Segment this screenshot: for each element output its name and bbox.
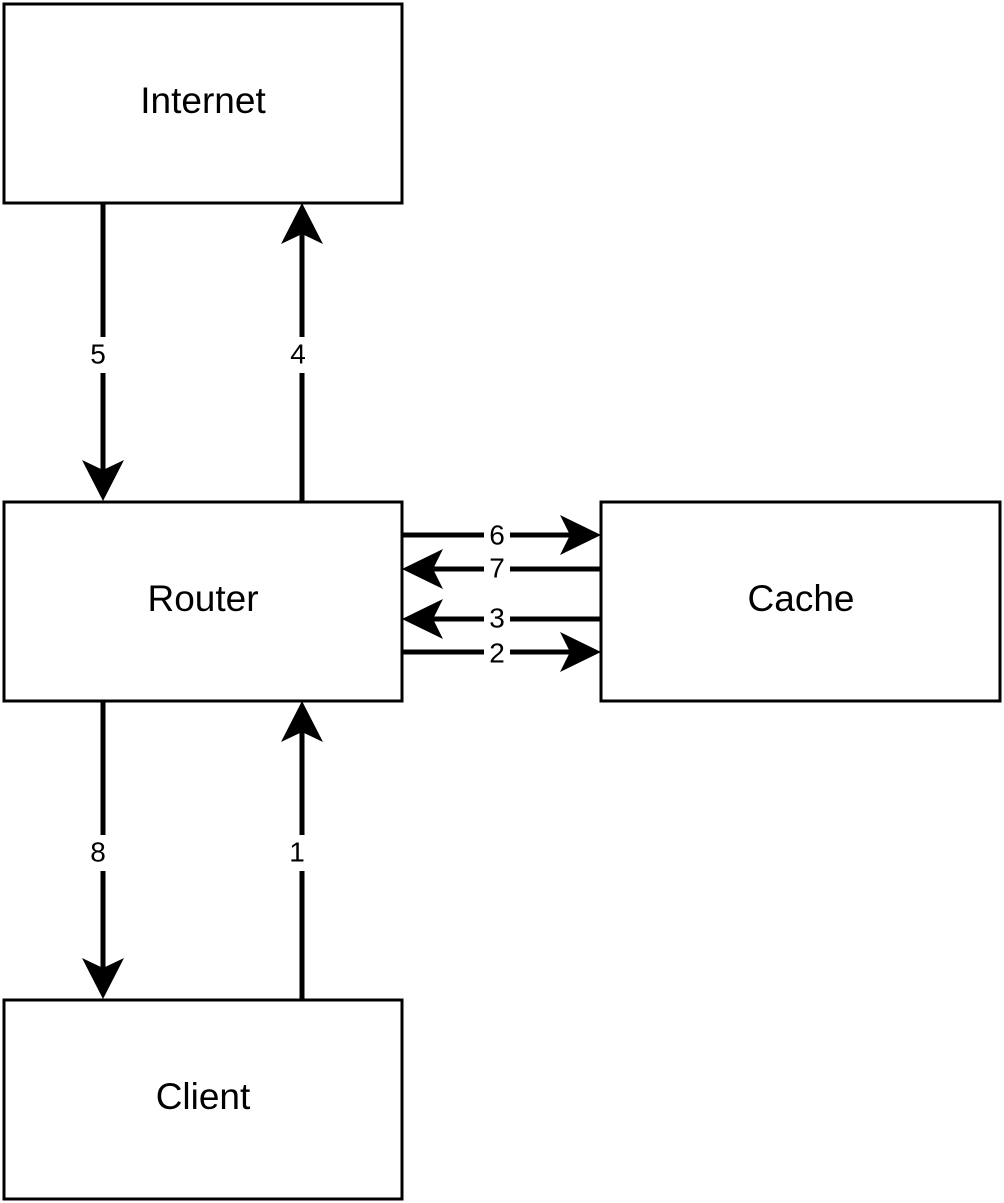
edge-8-router-to-client: 8 — [81, 701, 124, 999]
edge-3-label-bg — [484, 606, 510, 632]
cache-node: Cache — [599, 500, 1002, 703]
router-node: Router — [2, 500, 404, 703]
edge-1-label-bg — [281, 835, 315, 871]
edge-4-arrowhead — [281, 203, 323, 244]
cache-box — [599, 500, 1002, 703]
edge-5-internet-to-router: 5 — [82, 203, 124, 501]
edge-2-arrowhead — [560, 632, 601, 672]
edge-8-label: 8 — [90, 836, 106, 867]
edge-3-cache-to-router: 3 — [402, 599, 601, 639]
internet-box — [2, 2, 404, 205]
edge-7-label-bg — [484, 556, 510, 582]
edge-1-client-to-router: 1 — [281, 701, 323, 999]
edge-8-arrowhead — [82, 958, 124, 999]
edge-4-router-to-internet: 4 — [281, 203, 323, 501]
edge-1-label: 1 — [289, 836, 305, 867]
edge-6-arrowhead — [560, 515, 601, 555]
edge-4-label-bg — [281, 337, 315, 373]
edge-7-label: 7 — [489, 552, 505, 583]
cache-label: Cache — [748, 578, 855, 619]
router-box — [2, 500, 404, 703]
edge-6-label: 6 — [489, 519, 505, 550]
edge-3-arrowhead — [402, 599, 443, 639]
edge-7-arrowhead — [402, 549, 443, 589]
client-label: Client — [156, 1076, 251, 1117]
client-node: Client — [2, 998, 404, 1201]
edge-6-router-to-cache: 6 — [402, 515, 601, 555]
edge-2-label-bg — [484, 640, 510, 666]
edge-4-label: 4 — [290, 338, 306, 369]
client-box — [2, 998, 404, 1201]
edge-2-label: 2 — [489, 637, 505, 668]
internet-label: Internet — [140, 80, 266, 121]
edge-7-cache-to-router: 7 — [402, 549, 601, 589]
edge-3-label: 3 — [489, 602, 505, 633]
router-label: Router — [147, 578, 258, 619]
edge-1-arrowhead — [281, 701, 323, 742]
internet-node: Internet — [2, 2, 404, 205]
edge-5-arrowhead — [82, 460, 124, 501]
edge-8-label-bg — [81, 835, 115, 871]
edge-5-label-bg — [86, 337, 120, 373]
edge-2-router-to-cache: 2 — [402, 632, 601, 672]
edge-6-label-bg — [484, 522, 510, 548]
edge-5-label: 5 — [90, 338, 106, 369]
